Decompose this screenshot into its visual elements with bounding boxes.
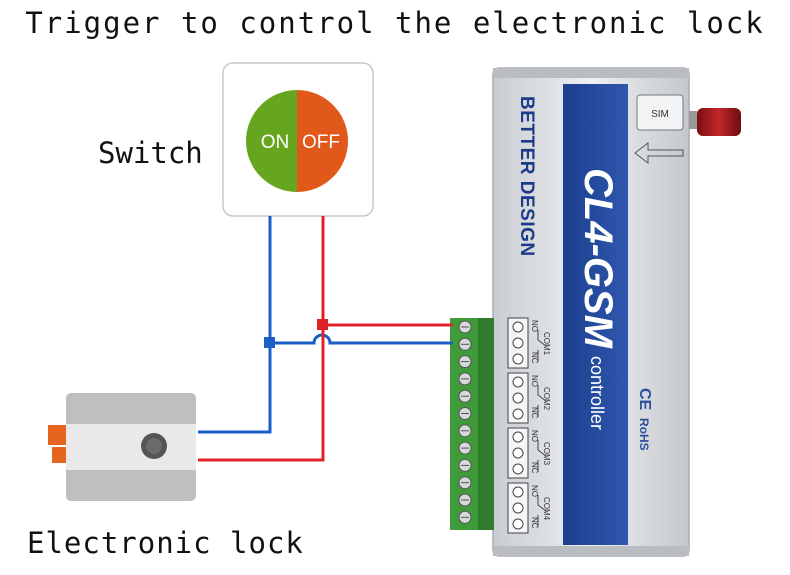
model-subtitle: controller: [587, 356, 607, 430]
model-text: CL4-GSM: [576, 168, 620, 350]
switch-off-text: OFF: [302, 132, 340, 153]
relay-com-label: COM4: [542, 497, 551, 521]
switch-on-text: ON: [261, 132, 290, 153]
diagram-title: Trigger to control the electronic lock: [25, 6, 765, 40]
blue-junction: [264, 337, 275, 348]
red-junction: [317, 319, 328, 330]
relay-nc-label: NC: [530, 462, 539, 474]
terminal-screws: [458, 320, 472, 524]
switch-device: ON OFF: [222, 62, 374, 217]
relay-nc-label: NC: [530, 352, 539, 364]
relay-no-label: NO: [530, 320, 539, 332]
red-wire: [198, 216, 453, 462]
relay-no-label: NO: [530, 430, 539, 442]
lock-bolt-lower: [52, 447, 66, 463]
brand-text: BETTER DESIGN: [516, 96, 537, 257]
relay-com-label: COM1: [542, 332, 551, 356]
electronic-lock: [48, 393, 196, 501]
ce-mark: CE: [636, 388, 653, 411]
sim-slot: [636, 94, 684, 131]
rohs-mark: RoHS: [637, 418, 651, 451]
relay-no-label: NO: [530, 485, 539, 497]
relay-com-label: COM3: [542, 442, 551, 466]
lock-label: Electronic lock: [27, 526, 304, 560]
switch-on-half: [246, 90, 297, 192]
switch-off-half: [297, 90, 348, 192]
wiring: [198, 216, 453, 462]
relay-nc-label: NC: [530, 517, 539, 529]
lock-band: [66, 424, 196, 470]
sim-arrow-icon: [634, 141, 684, 165]
switch-label: Switch: [98, 136, 203, 170]
relay-no-label: NO: [530, 375, 539, 387]
controller-device: SIM BETTER DESIGN CL4-GSM controller CE …: [450, 67, 741, 557]
antenna: [697, 108, 741, 136]
controller-blue-panel: [563, 84, 628, 545]
sim-label: SIM: [651, 109, 669, 120]
relay-com-label: COM2: [542, 387, 551, 411]
relay-nc-label: NC: [530, 407, 539, 419]
lock-bolt: [48, 425, 66, 445]
